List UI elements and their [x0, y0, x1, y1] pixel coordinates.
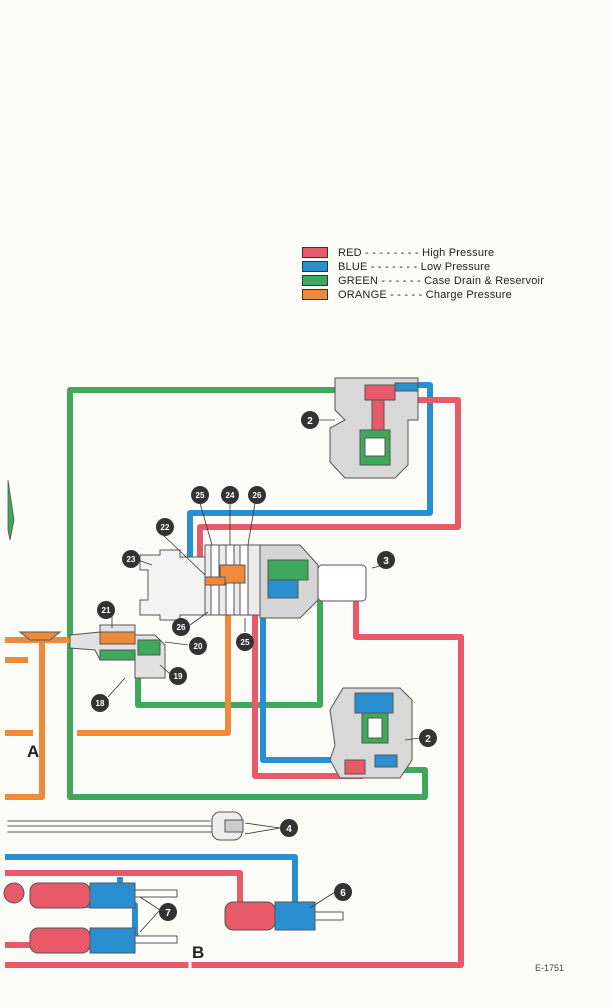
callout-26-bottom: 26: [177, 623, 186, 632]
legend-row-red: RED - - - - - - - - High Pressure: [302, 246, 602, 260]
section-letter-a: A: [27, 742, 40, 761]
figure-code: E-1751: [535, 963, 565, 973]
legend-row-orange: ORANGE - - - - - Charge Pressure: [302, 288, 602, 302]
callout-19: 19: [174, 672, 183, 681]
callout-25-top: 25: [196, 491, 205, 500]
callout-18: 18: [96, 699, 105, 708]
callout-4-circle: [280, 819, 298, 837]
callout-23: 23: [127, 555, 136, 564]
legend-swatch-blue: [302, 261, 328, 272]
control-lines: [7, 820, 215, 833]
callout-7: 7: [165, 908, 171, 919]
callout-26-bottom-circle: [172, 618, 190, 636]
callout-20-circle: [189, 637, 207, 655]
cylinders-7: [3, 882, 178, 954]
legend-meaning: Low Pressure: [420, 261, 491, 273]
legend-swatch-red: [302, 247, 328, 258]
legend-meaning: Case Drain & Reservoir: [424, 275, 545, 287]
callout-24-circle: [221, 486, 239, 504]
cylinder-6: [224, 901, 344, 931]
callout-22-circle: [156, 518, 174, 536]
top-valve-assembly: [329, 377, 419, 479]
section-letter-b: B: [192, 943, 205, 962]
color-legend: RED - - - - - - - - High Pressure BLUE -…: [302, 246, 602, 302]
callout-18-circle: [91, 694, 109, 712]
switch-4: [211, 811, 244, 841]
callout-circles: [91, 411, 437, 921]
callout-21-circle: [97, 601, 115, 619]
legend-swatch-orange: [302, 289, 328, 300]
callout-20: 20: [194, 642, 203, 651]
legend-meaning: High Pressure: [422, 247, 495, 259]
callout-3-circle: [377, 551, 395, 569]
legend-dashes: - - - - - -: [381, 275, 421, 287]
control-valve-block: [139, 544, 367, 621]
callout-2-bottom: 2: [425, 734, 431, 745]
red-lines: [5, 397, 464, 968]
legend-color-name: GREEN: [338, 275, 379, 287]
line-break-marks: [54, 645, 192, 970]
left-valve: [18, 624, 166, 679]
callout-19-circle: [169, 667, 187, 685]
callout-2-top: 2: [307, 416, 313, 427]
callout-7-circle: [159, 903, 177, 921]
callout-24: 24: [226, 491, 235, 500]
bottom-valve-assembly: [329, 687, 413, 779]
leader-lines: [107, 419, 421, 933]
legend-swatch-green: [302, 275, 328, 286]
legend-dashes: - - - - - - -: [370, 261, 418, 273]
callout-22: 22: [161, 523, 170, 532]
callout-numbers: 2 2 3 4 6 7 18 19 20 21 22 23 24 25 25 2…: [96, 416, 432, 919]
legend-color-name: RED: [338, 247, 362, 259]
legend-color-name: ORANGE: [338, 289, 387, 301]
legend-dashes: - - - - - - - -: [365, 247, 419, 259]
edge-fragment: [7, 479, 15, 541]
legend-color-name: BLUE: [338, 261, 368, 273]
callout-26-top-circle: [248, 486, 266, 504]
callout-21: 21: [102, 606, 111, 615]
callout-25-bottom: 25: [241, 638, 250, 647]
callout-6-circle: [334, 883, 352, 901]
callout-2-bottom-circle: [419, 729, 437, 747]
legend-row-green: GREEN - - - - - - Case Drain & Reservoir: [302, 274, 602, 288]
callout-4: 4: [286, 824, 292, 835]
callout-2-top-circle: [301, 411, 319, 429]
legend-row-blue: BLUE - - - - - - - Low Pressure: [302, 260, 602, 274]
legend-dashes: - - - - -: [390, 289, 423, 301]
callout-26-top: 26: [253, 491, 262, 500]
orange-lines: [5, 572, 231, 800]
callout-25-bottom-circle: [236, 633, 254, 651]
callout-23-circle: [122, 550, 140, 568]
callout-3: 3: [383, 556, 389, 567]
callout-6: 6: [340, 888, 346, 899]
callout-25-top-circle: [191, 486, 209, 504]
legend-meaning: Charge Pressure: [425, 289, 512, 301]
